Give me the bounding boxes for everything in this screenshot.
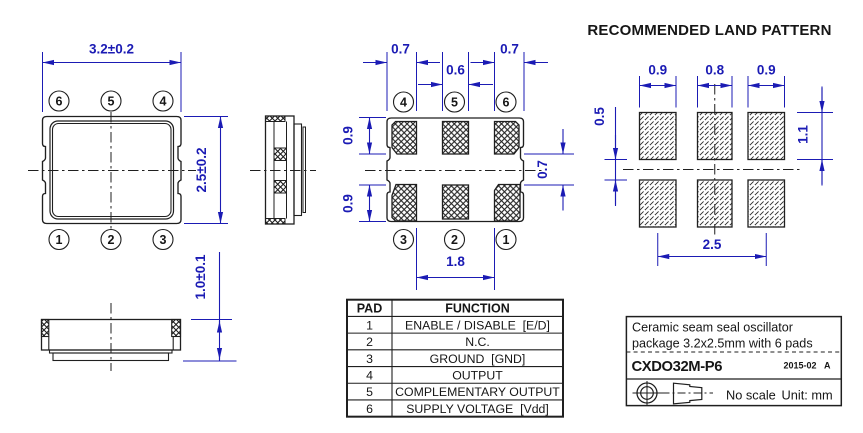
svg-text:5: 5 xyxy=(451,96,458,110)
svg-text:1: 1 xyxy=(56,233,63,247)
svg-text:3: 3 xyxy=(400,233,407,247)
svg-text:0.7: 0.7 xyxy=(391,42,410,57)
svg-text:0.9: 0.9 xyxy=(757,63,776,78)
svg-text:COMPLEMENTARY OUTPUT: COMPLEMENTARY OUTPUT xyxy=(395,385,560,399)
svg-text:0.5: 0.5 xyxy=(592,107,607,126)
svg-text:3.2±0.2: 3.2±0.2 xyxy=(89,42,134,57)
svg-text:4: 4 xyxy=(400,96,407,110)
svg-text:PAD: PAD xyxy=(357,302,382,316)
svg-text:GROUND [GND]: GROUND [GND] xyxy=(430,352,526,366)
svg-text:2: 2 xyxy=(108,233,115,247)
svg-text:2: 2 xyxy=(366,335,373,349)
svg-text:4: 4 xyxy=(160,95,167,109)
svg-text:5: 5 xyxy=(366,385,373,399)
svg-text:ENABLE / DISABLE [E/D]: ENABLE / DISABLE [E/D] xyxy=(405,318,550,332)
svg-text:5: 5 xyxy=(108,95,115,109)
svg-text:0.8: 0.8 xyxy=(705,63,724,78)
svg-text:6: 6 xyxy=(503,96,510,110)
svg-text:6: 6 xyxy=(366,402,373,416)
svg-text:CXDO32M-P6: CXDO32M-P6 xyxy=(632,359,723,375)
svg-text:Ceramic seam seal oscillator: Ceramic seam seal oscillator xyxy=(632,321,793,335)
svg-text:0.6: 0.6 xyxy=(446,63,465,78)
svg-text:4: 4 xyxy=(366,368,373,382)
svg-text:A: A xyxy=(824,361,831,371)
svg-text:0.7: 0.7 xyxy=(535,160,550,179)
svg-text:1.1: 1.1 xyxy=(796,125,811,144)
svg-text:1: 1 xyxy=(366,318,373,332)
svg-text:0.9: 0.9 xyxy=(341,126,356,145)
svg-text:SUPPLY VOLTAGE [Vdd]: SUPPLY VOLTAGE [Vdd] xyxy=(406,402,549,416)
svg-text:Unit: mm: Unit: mm xyxy=(782,387,833,402)
svg-text:1: 1 xyxy=(503,233,510,247)
svg-text:RECOMMENDED LAND PATTERN: RECOMMENDED LAND PATTERN xyxy=(587,22,831,39)
svg-text:2.5±0.2: 2.5±0.2 xyxy=(194,148,209,193)
svg-text:package 3.2x2.5mm with 6 pads: package 3.2x2.5mm with 6 pads xyxy=(632,337,813,351)
svg-text:3: 3 xyxy=(160,233,167,247)
svg-text:0.7: 0.7 xyxy=(500,42,519,57)
svg-text:0.9: 0.9 xyxy=(648,63,667,78)
svg-text:No scale: No scale xyxy=(726,387,776,402)
svg-text:0.9: 0.9 xyxy=(341,194,356,213)
svg-text:2015-02: 2015-02 xyxy=(784,361,817,371)
svg-text:N.C.: N.C. xyxy=(465,335,490,349)
svg-text:2.5: 2.5 xyxy=(703,237,722,252)
svg-text:FUNCTION: FUNCTION xyxy=(445,302,510,316)
svg-text:1.0±0.1: 1.0±0.1 xyxy=(193,254,208,299)
svg-text:1.8: 1.8 xyxy=(446,254,465,269)
svg-text:3: 3 xyxy=(366,352,373,366)
svg-text:OUTPUT: OUTPUT xyxy=(452,368,503,382)
svg-text:2: 2 xyxy=(451,233,458,247)
svg-text:6: 6 xyxy=(56,95,63,109)
